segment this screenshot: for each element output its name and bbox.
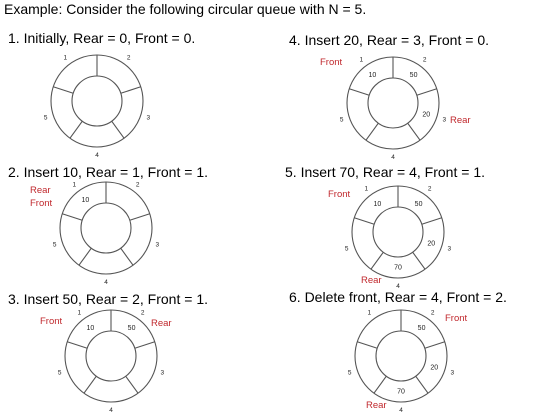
slot-index-label: 5 (44, 115, 48, 122)
slot-value: 10 (374, 201, 382, 208)
slot-divider (83, 375, 97, 394)
slot-divider (357, 341, 378, 349)
page-title: Example: Consider the following circular… (4, 1, 367, 17)
slot-index-label: 4 (399, 407, 403, 414)
step-4-queue-ring: 1 2 3 4 5 10 50 20 (340, 56, 447, 161)
slot-index-label: 1 (72, 181, 76, 188)
step-4-title: 4. Insert 20, Rear = 3, Front = 0. (289, 32, 489, 48)
front-pointer-label: Front (320, 57, 343, 68)
step-3-title: 3. Insert 50, Rear = 2, Front = 1. (8, 291, 208, 307)
slot-index-label: 4 (104, 279, 108, 286)
slot-divider (415, 375, 429, 394)
slot-index-label: 5 (53, 242, 57, 249)
slot-divider (120, 247, 134, 266)
inner-ring (367, 77, 419, 129)
slot-index-label: 4 (391, 154, 395, 161)
slot-index-label: 2 (428, 185, 432, 192)
slot-index-label: 5 (340, 117, 344, 124)
slot-value: 70 (394, 265, 402, 272)
slot-divider (67, 341, 88, 349)
slot-divider (129, 213, 150, 221)
slot-value: 50 (415, 201, 423, 208)
front-pointer-label: Front (445, 313, 468, 324)
slot-divider (53, 86, 74, 94)
inner-ring (85, 330, 137, 382)
slot-index-label: 1 (367, 309, 371, 316)
slot-divider (412, 251, 426, 270)
slot-value: 50 (128, 325, 136, 332)
slot-value: 70 (397, 389, 405, 396)
slot-divider (120, 86, 141, 94)
slot-divider (424, 341, 445, 349)
slot-divider (370, 251, 384, 270)
slot-divider (365, 122, 379, 141)
slot-index-label: 2 (127, 54, 131, 61)
slot-divider (125, 375, 139, 394)
inner-ring (80, 202, 132, 254)
slot-value: 10 (369, 72, 377, 79)
slot-divider (416, 88, 437, 96)
front-pointer-label: Front (328, 189, 351, 200)
slot-divider (349, 88, 370, 96)
slot-index-label: 4 (95, 152, 99, 159)
slot-index-label: 5 (348, 370, 352, 377)
slot-value: 10 (82, 197, 90, 204)
slot-divider (78, 247, 92, 266)
slot-index-label: 2 (431, 309, 435, 316)
slot-value: 10 (87, 325, 95, 332)
slot-value: 50 (418, 325, 426, 332)
slot-index-label: 3 (451, 370, 455, 377)
slot-index-label: 3 (156, 242, 160, 249)
slot-index-label: 3 (161, 370, 165, 377)
slot-index-label: 5 (58, 370, 62, 377)
step-6-queue-ring: 1 2 3 4 5 50 20 70 (348, 309, 455, 414)
slot-divider (111, 120, 125, 139)
slot-value: 50 (410, 72, 418, 79)
slot-index-label: 4 (109, 407, 113, 414)
step-6-title: 6. Delete front, Rear = 4, Front = 2. (289, 289, 507, 305)
inner-ring (71, 75, 123, 127)
rear-pointer-label: Rear (151, 318, 172, 329)
slot-index-label: 1 (77, 309, 81, 316)
slot-index-label: 2 (141, 309, 145, 316)
slot-index-label: 3 (443, 117, 447, 124)
front-pointer-label: Front (30, 198, 53, 209)
step-2-title: 2. Insert 10, Rear = 1, Front = 1. (8, 164, 208, 180)
front-pointer-label: Front (40, 316, 63, 327)
slot-index-label: 2 (136, 181, 140, 188)
slot-index-label: 2 (423, 56, 427, 63)
slot-divider (407, 122, 421, 141)
slot-divider (421, 217, 442, 225)
step-1-queue-ring: 1 2 3 4 5 (44, 54, 151, 159)
slot-divider (354, 217, 375, 225)
slot-index-label: 1 (364, 185, 368, 192)
slot-value: 20 (427, 240, 435, 247)
inner-ring (375, 330, 427, 382)
slot-index-label: 1 (359, 56, 363, 63)
slot-divider (134, 341, 155, 349)
slot-value: 20 (430, 364, 438, 371)
rear-pointer-label: Rear (361, 275, 382, 286)
step-1-title: 1. Initially, Rear = 0, Front = 0. (8, 30, 196, 46)
step-2-queue-ring: 1 2 3 4 5 10 (53, 181, 160, 286)
slot-divider (69, 120, 83, 139)
slot-divider (62, 213, 83, 221)
slot-index-label: 3 (147, 115, 151, 122)
slot-value: 20 (422, 111, 430, 118)
slot-index-label: 5 (345, 246, 349, 253)
inner-ring (372, 206, 424, 258)
step-5-queue-ring: 1 2 3 4 5 10 50 20 70 (345, 185, 452, 290)
slot-index-label: 1 (63, 54, 67, 61)
rear-pointer-label: Rear (366, 400, 387, 411)
slot-index-label: 3 (448, 246, 452, 253)
rear-pointer-label: Rear (30, 185, 51, 196)
slot-index-label: 4 (396, 283, 400, 290)
step-3-queue-ring: 1 2 3 4 5 10 50 (58, 309, 165, 414)
rear-pointer-label: Rear (450, 115, 471, 126)
slot-divider (373, 375, 387, 394)
step-5-title: 5. Insert 70, Rear = 4, Front = 1. (285, 164, 485, 180)
